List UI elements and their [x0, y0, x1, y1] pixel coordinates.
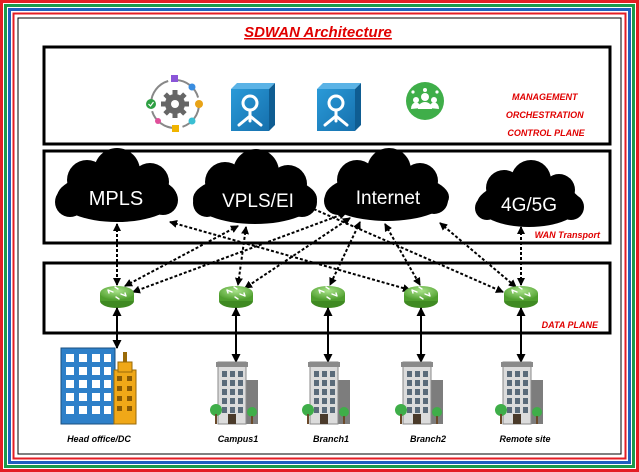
site-label-campus1: Campus1 — [218, 434, 259, 444]
link-lte-router4 — [439, 222, 517, 288]
branch-building-icon — [495, 361, 543, 425]
router-icon — [219, 286, 253, 308]
link-internet-router5 — [299, 202, 504, 293]
orchestration-cycle-icon — [146, 75, 203, 132]
lte-cloud-label: 4G/5G — [501, 195, 557, 216]
internet-cloud-label: Internet — [356, 188, 421, 209]
wan-transport-label: WAN Transport — [535, 230, 601, 240]
site-label-remote-site: Remote site — [499, 434, 550, 444]
management-plane-label: MANAGEMENT ORCHESTRATION CONTROL PLANE — [506, 92, 586, 138]
data-plane-label: DATA PLANE — [542, 320, 599, 330]
router-icon — [311, 286, 345, 308]
routers — [100, 286, 538, 308]
branch-buildings — [210, 361, 543, 425]
site-links — [112, 307, 526, 363]
site-label-head-office: Head office/DC — [67, 434, 131, 444]
vbond-orchestrator-icon — [317, 83, 361, 131]
vpls-cloud-label: VPLS/EI — [222, 191, 294, 212]
diagram-title: SDWAN Architecture — [244, 24, 392, 41]
mpls-cloud-label: MPLS — [89, 188, 143, 210]
head-office-building-icon — [60, 347, 137, 425]
site-label-branch2: Branch2 — [410, 434, 446, 444]
vsmart-controller-icon — [231, 83, 275, 131]
orchestration-label-line: ORCHESTRATION — [506, 110, 584, 120]
vmanage-team-icon — [406, 82, 444, 120]
router-icon — [100, 286, 134, 308]
site-label-branch1: Branch1 — [313, 434, 349, 444]
control-plane-label-line: CONTROL PLANE — [507, 128, 585, 138]
router-icon — [404, 286, 438, 308]
wan-links — [113, 202, 525, 294]
branch-building-icon — [302, 361, 350, 425]
vpls-cloud — [193, 149, 317, 224]
branch-building-icon — [210, 361, 258, 425]
branch-building-icon — [395, 361, 443, 425]
router-icon — [504, 286, 538, 308]
mpls-cloud — [55, 148, 178, 222]
management-label-line: MANAGEMENT — [512, 92, 579, 102]
